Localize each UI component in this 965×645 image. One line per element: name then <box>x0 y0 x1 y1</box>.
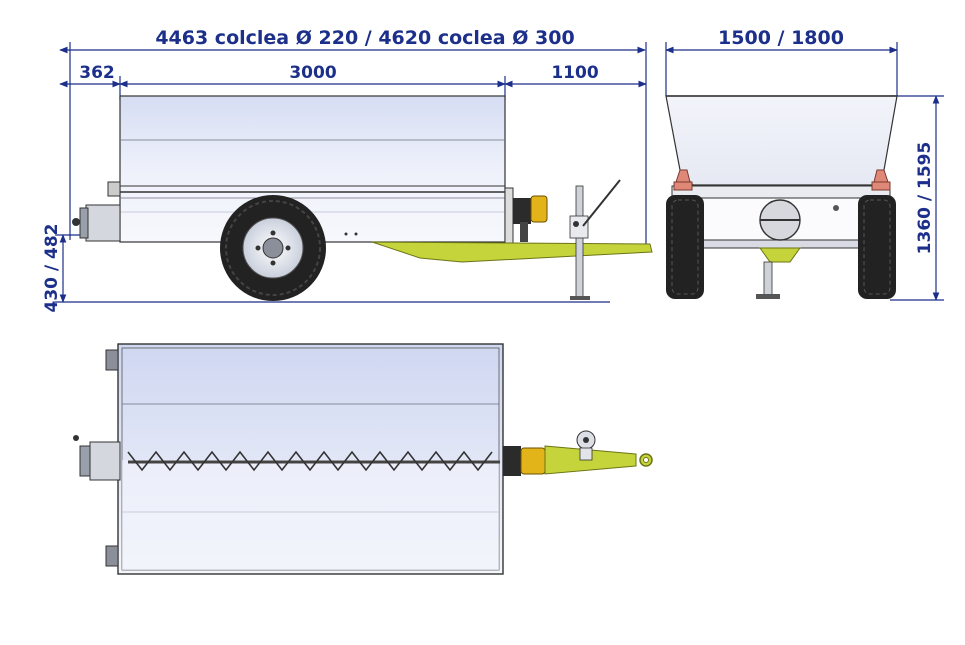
dim-body-length: 3000 <box>289 63 336 83</box>
right-lamp <box>873 169 889 183</box>
dim-overall-length: 4463 colclea Ø 220 / 4620 coclea Ø 300 <box>155 27 574 49</box>
front-view <box>665 95 898 299</box>
dim-ground-height: 430 / 482 <box>42 223 62 312</box>
side-view <box>72 95 653 301</box>
front-left-wheel <box>666 195 704 299</box>
dim-drawbar-length: 1100 <box>551 63 598 83</box>
dim-overall-height: 1360 / 1595 <box>915 142 935 255</box>
auger-flight <box>127 450 493 472</box>
side-wheel <box>220 195 326 301</box>
left-lamp <box>675 169 691 183</box>
dim-rear-overhang: 362 <box>79 63 115 83</box>
rear-outlet <box>85 204 121 242</box>
top-view <box>73 343 653 575</box>
side-drawbar <box>371 241 653 263</box>
hopper <box>665 95 898 186</box>
front-right-wheel <box>858 195 896 299</box>
gear-motor <box>513 198 531 224</box>
dimension-lines <box>55 42 944 303</box>
dim-overall-width: 1500 / 1800 <box>718 27 844 49</box>
